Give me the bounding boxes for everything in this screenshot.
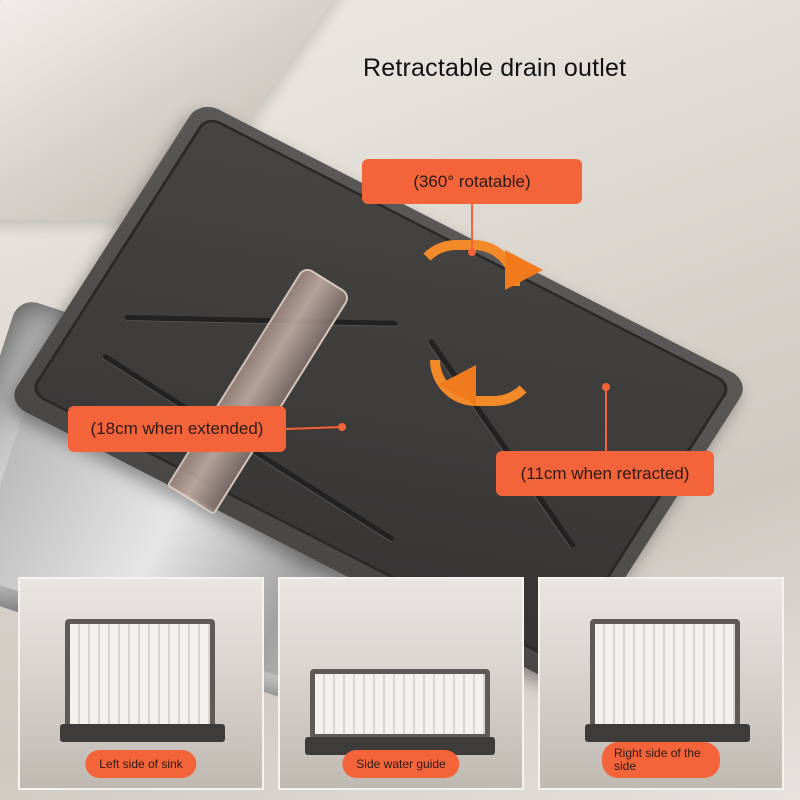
leader-dot	[602, 383, 610, 391]
callout-rotatable: (360° rotatable)	[362, 159, 582, 204]
arrowhead-icon	[505, 250, 543, 290]
thumbnail-caption: Side water guide	[342, 750, 460, 778]
leader-line	[471, 204, 473, 252]
arrowhead-icon	[438, 365, 476, 405]
callout-retracted: (11cm when retracted)	[496, 451, 714, 496]
thumbnail-left-of-sink: Left side of sink	[18, 577, 264, 790]
dish-rack-image	[310, 669, 490, 739]
leader-dot	[468, 248, 476, 256]
leader-line	[605, 387, 607, 451]
page-title: Retractable drain outlet	[363, 54, 627, 82]
leader-dot	[338, 423, 346, 431]
dish-rack-image	[590, 619, 740, 729]
thumbnail-caption: Left side of sink	[85, 750, 197, 778]
thumbnail-right-of-sink: Right side of the side	[538, 577, 784, 790]
thumbnail-caption: Right side of the side	[602, 742, 720, 778]
thumbnail-side-water-guide: Side water guide	[278, 577, 524, 790]
drain-groove	[124, 314, 398, 326]
dish-rack-image	[65, 619, 215, 729]
callout-extended: (18cm when extended)	[68, 406, 286, 452]
